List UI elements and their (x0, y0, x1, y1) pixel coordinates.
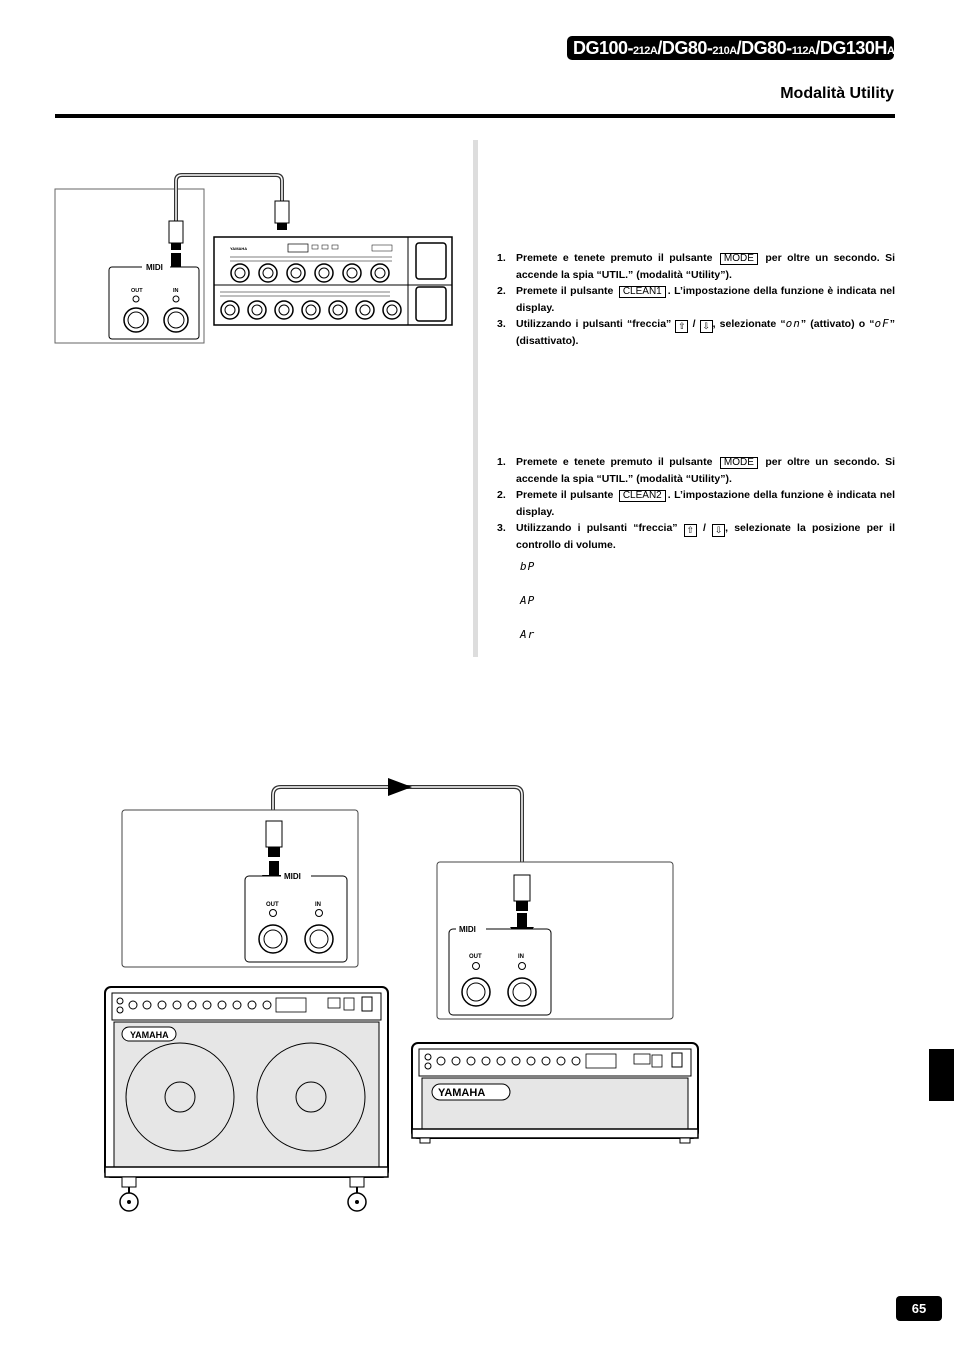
midi-plug-icon (274, 200, 290, 224)
pedal-icon (415, 242, 447, 280)
section-title: Modalità Utility (780, 85, 894, 102)
header-rule (55, 114, 895, 118)
arrow-up-icon: ⇧ (683, 524, 697, 537)
model-part-2: /DG80-210A (657, 38, 737, 58)
instructions-1: 1. Premete e tenete premuto il pulsante … (497, 250, 895, 350)
midi-port-panel (244, 875, 348, 963)
lcd-option-bp: bP (520, 560, 536, 573)
clean1-button-label: CLEAN1 (618, 286, 666, 298)
midi-out-port-icon (461, 977, 491, 1007)
lcd-on: on (785, 317, 801, 330)
midi-plug-icon (513, 874, 531, 902)
footswitch-row-lower (220, 300, 402, 320)
page-number: 65 (896, 1296, 942, 1321)
instruction-step: 2. Premete il pulsante CLEAN2. L’imposta… (497, 489, 895, 518)
mode-button-label: MODE (719, 457, 758, 469)
model-part-4: /DG130HA (815, 38, 895, 58)
model-part-3: /DG80-112A (736, 38, 816, 58)
display-icon (287, 243, 309, 253)
mode-button-label: MODE (719, 253, 758, 265)
column-divider (473, 140, 478, 657)
clean2-button-label: CLEAN2 (618, 490, 666, 502)
arrow-down-icon: ⇩ (699, 320, 713, 333)
midi-out-port-icon (258, 924, 288, 954)
midi-plug-icon (265, 820, 283, 848)
midi-label: MIDI (284, 872, 301, 881)
midi-in-port-icon (304, 924, 334, 954)
midi-label: MIDI (459, 925, 476, 934)
footswitch-connection-diagram: MIDI OUT IN YAMAHA (54, 173, 453, 344)
midi-label: MIDI (146, 263, 163, 272)
section-tab (929, 1049, 954, 1101)
instruction-step: 3. Utilizzando i pulsanti “freccia” ⇧ / … (497, 317, 896, 347)
pedal-icon (415, 286, 447, 322)
in-label: IN (518, 954, 524, 960)
head-amp-icon: YAMAHA (411, 1042, 699, 1144)
arrow-down-icon: ⇩ (712, 524, 726, 537)
brand-label: YAMAHA (438, 1087, 485, 1099)
signal-direction-arrow-icon (388, 778, 412, 796)
model-part-1: DG100-212A (573, 38, 658, 58)
out-label: OUT (469, 954, 482, 960)
footswitch-row-upper (230, 263, 390, 283)
model-title: DG100-212A/DG80-210A/DG80-112A/DG130HA (567, 36, 895, 60)
lcd-option-ap: AP (520, 594, 536, 607)
arrow-up-icon: ⇧ (675, 320, 689, 333)
out-label: OUT (266, 902, 279, 908)
brand-label: YAMAHA (230, 246, 247, 251)
in-label: IN (315, 902, 321, 908)
instruction-step: 1. Premete e tenete premuto il pulsante … (497, 456, 896, 485)
instruction-step: 2. Premete il pulsante CLEAN1. L’imposta… (497, 285, 895, 314)
midi-plug-icon (168, 220, 184, 244)
instruction-step: 3. Utilizzando i pulsanti “freccia” ⇧ / … (497, 522, 895, 551)
amp-midi-connection-diagram: MIDI OUT IN MIDI OUT IN YAMAHA (104, 778, 699, 1212)
lcd-off: oF (874, 317, 890, 330)
brand-label: YAMAHA (130, 1030, 169, 1040)
instructions-2: 1. Premete e tenete premuto il pulsante … (497, 454, 895, 554)
combo-amp-icon: YAMAHA (104, 986, 389, 1212)
lcd-option-ar: Ar (520, 628, 536, 641)
midi-port-panel (448, 928, 552, 1016)
instruction-step: 1. Premete e tenete premuto il pulsante … (497, 252, 896, 281)
in-label: IN (173, 288, 179, 294)
out-label: OUT (131, 288, 143, 294)
midi-in-port-icon (507, 977, 537, 1007)
